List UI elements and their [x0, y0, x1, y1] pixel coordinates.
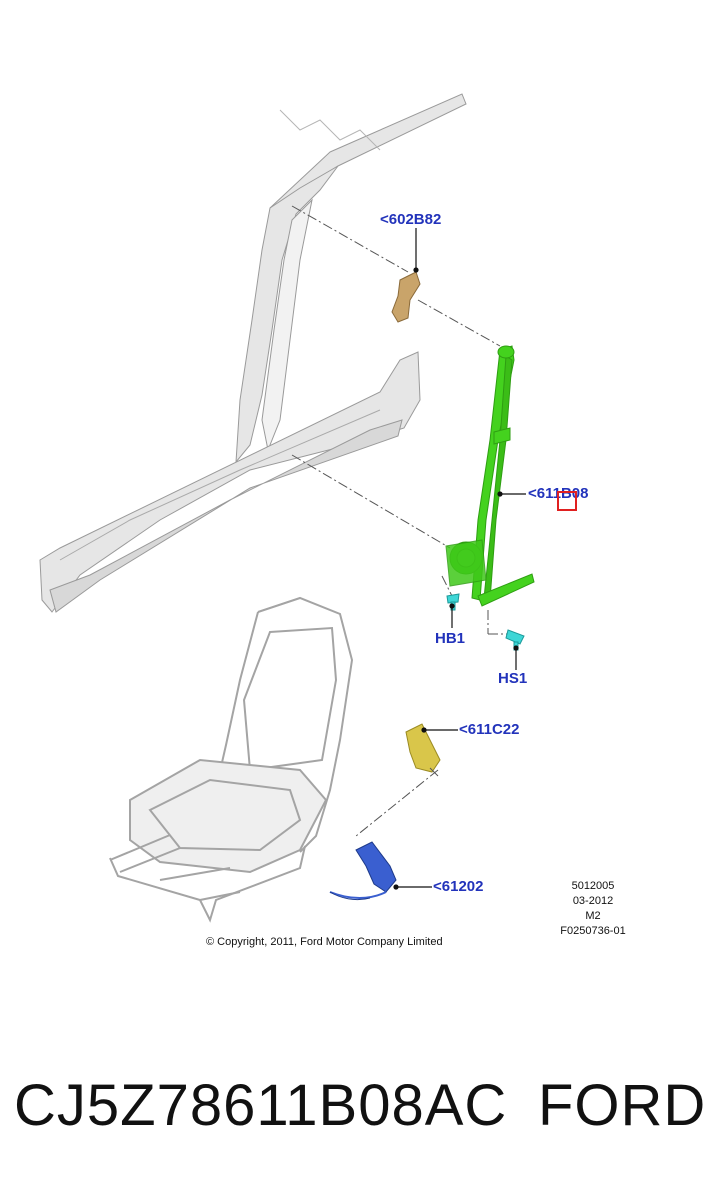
reference-line-1: 5012005	[571, 880, 615, 892]
buckle-61202	[329, 841, 397, 901]
callout-leaders	[393, 228, 526, 890]
reference-line-2: 03-2012	[572, 895, 614, 907]
body-side-structure	[39, 93, 467, 613]
callout-hs1: HS1	[498, 670, 528, 687]
callout-hb1: HB1	[435, 630, 466, 647]
retractor-belt-assembly	[445, 345, 535, 607]
callout-61202: <61202	[433, 878, 484, 895]
part-number: CJ5Z78611B08AC	[14, 1073, 508, 1138]
copyright-notice: © Copyright, 2011, Ford Motor Company Li…	[206, 936, 443, 948]
upper-anchor-bracket	[391, 271, 421, 323]
seat-frame	[109, 596, 354, 923]
highlight-marker	[557, 491, 577, 511]
seat-belt-diagram	[39, 93, 535, 923]
reference-line-4: F0250736-01	[560, 925, 626, 937]
brand-name: FORD	[538, 1073, 707, 1138]
leader-lines	[291, 205, 512, 837]
reference-block: 5012005 03-2012 M2 F0250736-01	[560, 879, 626, 939]
callout-611c22: <611C22	[459, 721, 520, 738]
buckle-611c22	[405, 723, 441, 777]
reference-line-3: M2	[585, 910, 601, 922]
callout-602b82: <602B82	[380, 211, 442, 228]
